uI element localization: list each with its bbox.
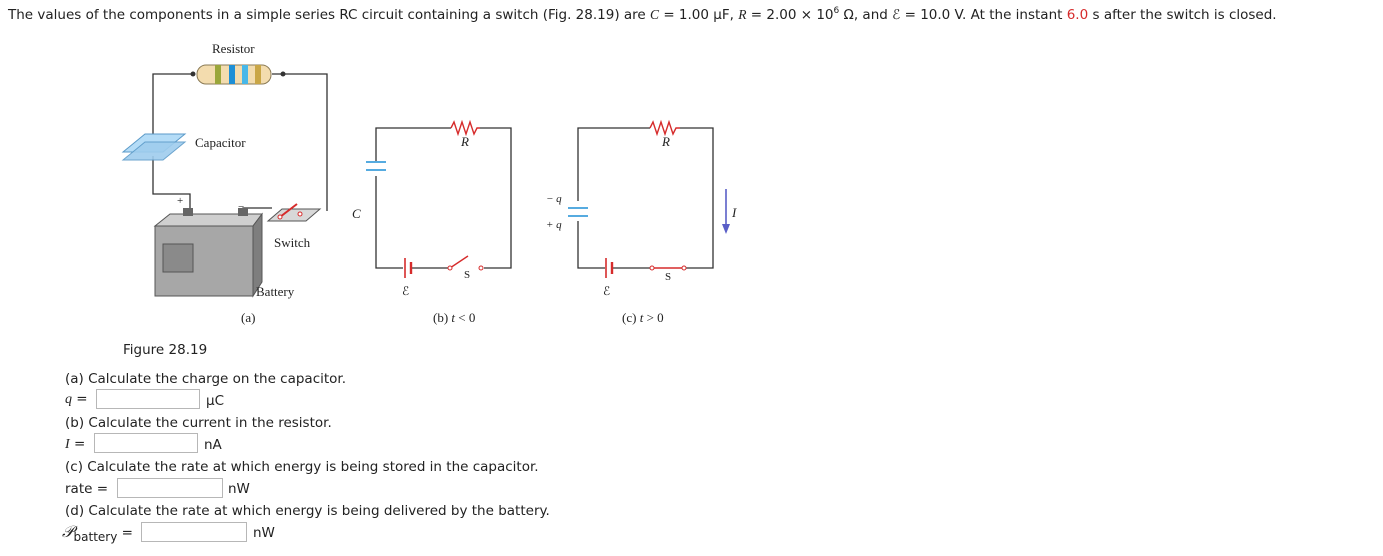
panel-c-s-label: S: [665, 271, 672, 283]
battery-label: Battery: [256, 284, 295, 299]
panel-c-r-label: R: [662, 134, 670, 149]
current-input[interactable]: [94, 433, 198, 453]
panel-b-circuit: [375, 127, 512, 269]
panel-b-switch-icon: [447, 255, 484, 271]
power-subscript: battery: [73, 530, 118, 544]
panel-c-capacitor-icon: [568, 207, 588, 217]
power-variable: 𝒫: [62, 524, 74, 541]
switch-icon: [266, 203, 322, 222]
i-equals: =: [69, 436, 86, 452]
question-d-answer-row: 𝒫battery =: [62, 524, 133, 544]
r-value: = 2.00 × 10: [746, 7, 834, 23]
question-c-prompt: (c) Calculate the rate at which energy i…: [65, 459, 539, 475]
panel-b-emf-label: ℰ: [402, 284, 410, 298]
emf-value: = 10.0 V. At the instant: [900, 7, 1067, 23]
question-a-answer-row: q =: [65, 391, 88, 408]
r-symbol: R: [738, 7, 747, 22]
resistor-icon: [190, 64, 286, 85]
c-symbol: C: [650, 7, 660, 22]
panel-b-c-label: C: [352, 206, 361, 221]
current-arrow-icon: [722, 189, 730, 234]
r-exponent: 6: [833, 6, 840, 16]
panel-c-caption-t: t: [639, 310, 644, 325]
battery-icon: [153, 208, 263, 298]
rate-variable: rate: [65, 481, 93, 497]
panel-c-plus-q-label: + q: [546, 219, 562, 231]
panel-b-r-label: R: [461, 134, 469, 149]
current-unit: nA: [204, 437, 222, 453]
question-b-prompt: (b) Calculate the current in the resisto…: [65, 415, 332, 431]
power-battery-unit: nW: [253, 525, 275, 541]
panel-c-emf-label: ℰ: [603, 284, 611, 298]
rate-stored-input[interactable]: [117, 478, 223, 498]
figure-28-19: [121, 64, 730, 298]
panel-b-caption-post: < 0: [455, 310, 476, 325]
battery-plus-label: +: [177, 195, 184, 207]
panel-c-caption-pre: (c): [622, 310, 640, 325]
question-d-prompt: (d) Calculate the rate at which energy i…: [65, 503, 550, 519]
time-value: 6.0: [1066, 7, 1089, 23]
capacitor-icon: [121, 133, 187, 161]
power-battery-input[interactable]: [141, 522, 247, 542]
i-variable: I: [65, 437, 70, 452]
charge-input[interactable]: [96, 389, 200, 409]
panel-c-switch-icon: [649, 265, 687, 271]
question-c-answer-row: rate =: [65, 481, 108, 497]
panel-b-caption: (b) t < 0: [433, 310, 475, 326]
question-a-prompt: (a) Calculate the charge on the capacito…: [65, 371, 347, 387]
problem-statement: The values of the components in a simple…: [8, 6, 1277, 23]
switch-label: Switch: [274, 235, 311, 250]
panel-b-battery-icon: [404, 258, 413, 278]
q-variable: q: [65, 392, 72, 407]
panel-c-caption: (c) t > 0: [622, 310, 664, 326]
battery-minus-label: −: [238, 201, 245, 213]
q-equals: =: [72, 391, 88, 407]
charge-unit: μC: [206, 393, 225, 409]
panel-c-battery-icon: [605, 258, 614, 278]
panel-c-circuit: [577, 127, 714, 269]
problem-lead: The values of the components in a simple…: [8, 7, 651, 23]
rate-equals: =: [92, 481, 109, 497]
panel-b-caption-t: t: [451, 310, 456, 325]
resistor-label: Resistor: [212, 41, 255, 56]
capacitor-label: Capacitor: [195, 135, 246, 150]
panel-b-resistor-icon: [450, 119, 480, 137]
figure-caption: Figure 28.19: [123, 342, 208, 358]
power-equals: =: [117, 525, 133, 541]
emf-symbol: ℰ: [892, 7, 901, 22]
panel-a-caption: (a): [241, 310, 256, 325]
panel-b-capacitor-icon: [366, 161, 386, 171]
panel-b-caption-pre: (b): [433, 310, 452, 325]
panel-b-s-label: S: [464, 269, 471, 281]
problem-tail: s after the switch is closed.: [1088, 7, 1277, 23]
panel-c-caption-post: > 0: [643, 310, 664, 325]
rate-stored-unit: nW: [228, 481, 250, 497]
c-value: = 1.00 μF,: [659, 7, 739, 23]
panel-c-i-label: I: [732, 205, 737, 220]
panel-c-minus-q-label: − q: [546, 193, 562, 205]
panel-c-resistor-icon: [649, 119, 680, 137]
question-b-answer-row: I =: [65, 436, 85, 453]
r-unit: Ω, and: [839, 7, 893, 23]
